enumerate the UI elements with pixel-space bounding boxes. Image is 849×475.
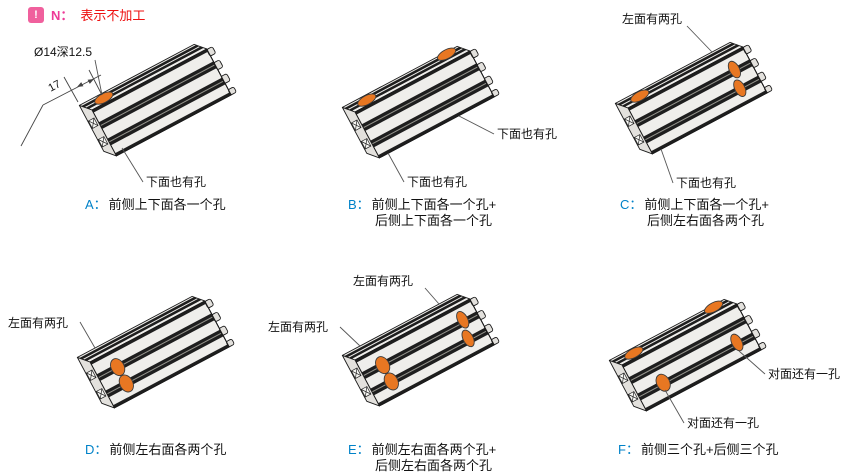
caption-text: 前侧上下面各一个孔+ <box>644 197 769 212</box>
exclamation-badge-icon: ! <box>28 6 44 23</box>
leader-line <box>387 152 405 183</box>
top-hole-label: 左面有两孔 <box>622 11 682 26</box>
leader-line <box>686 25 713 53</box>
dimension-arrow <box>87 79 94 84</box>
diagram-b: 下面也有孔 下面也有孔 <box>341 38 557 189</box>
caption-letter: A： <box>85 197 107 212</box>
bottom-hole-label: 下面也有孔 <box>676 176 736 190</box>
caption-letter: F： <box>618 442 639 457</box>
caption-a: A：前侧上下面各一个孔 <box>85 197 226 213</box>
caption-text: 前侧左右面各两个孔 <box>109 442 227 457</box>
note-text: 表示不加工 <box>80 8 146 23</box>
leader-line <box>94 59 103 96</box>
top-hole-label: 左面有两孔 <box>353 273 413 288</box>
dimension-label: 17 <box>46 78 62 94</box>
caption-e: E：前侧左右面各两个孔+ 后侧左右面各两个孔 <box>348 442 496 474</box>
left-hole-label: 左面有两孔 <box>268 319 328 334</box>
right-hole-label: 下面也有孔 <box>497 127 557 141</box>
hole-marker <box>118 374 134 393</box>
bottom-hole-label: 对面还有一孔 <box>687 416 759 430</box>
hole-spec-label: Ø14深12.5 <box>34 45 92 59</box>
diagram-e: 左面有两孔 左面有两孔 <box>268 273 500 411</box>
dimension-tail <box>20 104 44 147</box>
diagram-f: 对面还有一孔 对面还有一孔 <box>608 291 840 430</box>
diagram-c: 左面有两孔 下面也有孔 <box>614 11 773 190</box>
extension-line <box>63 76 79 103</box>
extrusion-profile <box>341 286 500 411</box>
caption-letter: C： <box>620 197 643 212</box>
hole-marker <box>624 346 644 360</box>
hole-marker <box>383 372 399 391</box>
note-header: ! N： 表示不加工 <box>28 5 145 24</box>
hole-marker <box>733 79 747 97</box>
caption-letter: E： <box>348 442 370 457</box>
leader-line <box>458 115 495 135</box>
caption-f: F：前侧三个孔+后侧三个孔 <box>618 442 779 458</box>
hole-marker <box>357 93 377 107</box>
caption-text-line2: 后侧左右面各两个孔 <box>647 213 765 228</box>
leader-line <box>339 326 361 347</box>
extrusion-profile <box>76 288 235 413</box>
leader-line <box>121 147 144 183</box>
caption-letter: D： <box>85 442 108 457</box>
caption-text: 前侧上下面各一个孔+ <box>371 197 497 212</box>
note-n-label: N： <box>51 8 74 23</box>
caption-text: 前侧上下面各一个孔 <box>108 197 226 212</box>
bottom-hole-label: 下面也有孔 <box>146 175 206 189</box>
caption-text-line2: 后侧上下面各一个孔 <box>375 213 493 228</box>
diagram-a: Ø14深12.5 17 下面也有孔 <box>20 36 237 189</box>
leader-line <box>424 287 440 305</box>
caption-text: 前侧三个孔+后侧三个孔 <box>640 442 779 457</box>
hole-marker <box>456 310 470 329</box>
leader-line <box>738 350 766 375</box>
bottom-hole-label: 下面也有孔 <box>407 175 467 189</box>
hole-marker <box>704 300 724 314</box>
leader-line <box>664 389 685 424</box>
diagram-d: 左面有两孔 <box>8 288 235 413</box>
hole-marker <box>110 358 126 377</box>
hole-marker <box>727 60 741 79</box>
hole-marker <box>655 373 671 392</box>
right-hole-label: 对面还有一孔 <box>768 367 840 381</box>
caption-b: B：前侧上下面各一个孔+ 后侧上下面各一个孔 <box>348 197 496 229</box>
caption-text-line2: 后侧左右面各两个孔 <box>375 458 493 473</box>
leader-line <box>660 148 674 184</box>
left-hole-label: 左面有两孔 <box>8 315 68 330</box>
leader-line <box>79 321 96 349</box>
hole-marker <box>375 356 391 375</box>
caption-letter: B： <box>348 197 370 212</box>
caption-text: 前侧左右面各两个孔+ <box>371 442 497 457</box>
hole-marker <box>630 89 650 103</box>
dimension-arrow <box>77 82 84 87</box>
extension-line <box>88 69 103 96</box>
caption-d: D：前侧左右面各两个孔 <box>85 442 226 458</box>
hole-marker <box>437 47 457 61</box>
hole-marker <box>730 333 744 352</box>
caption-c: C：前侧上下面各一个孔+ 后侧左右面各两个孔 <box>620 197 769 229</box>
hole-marker <box>461 329 475 348</box>
